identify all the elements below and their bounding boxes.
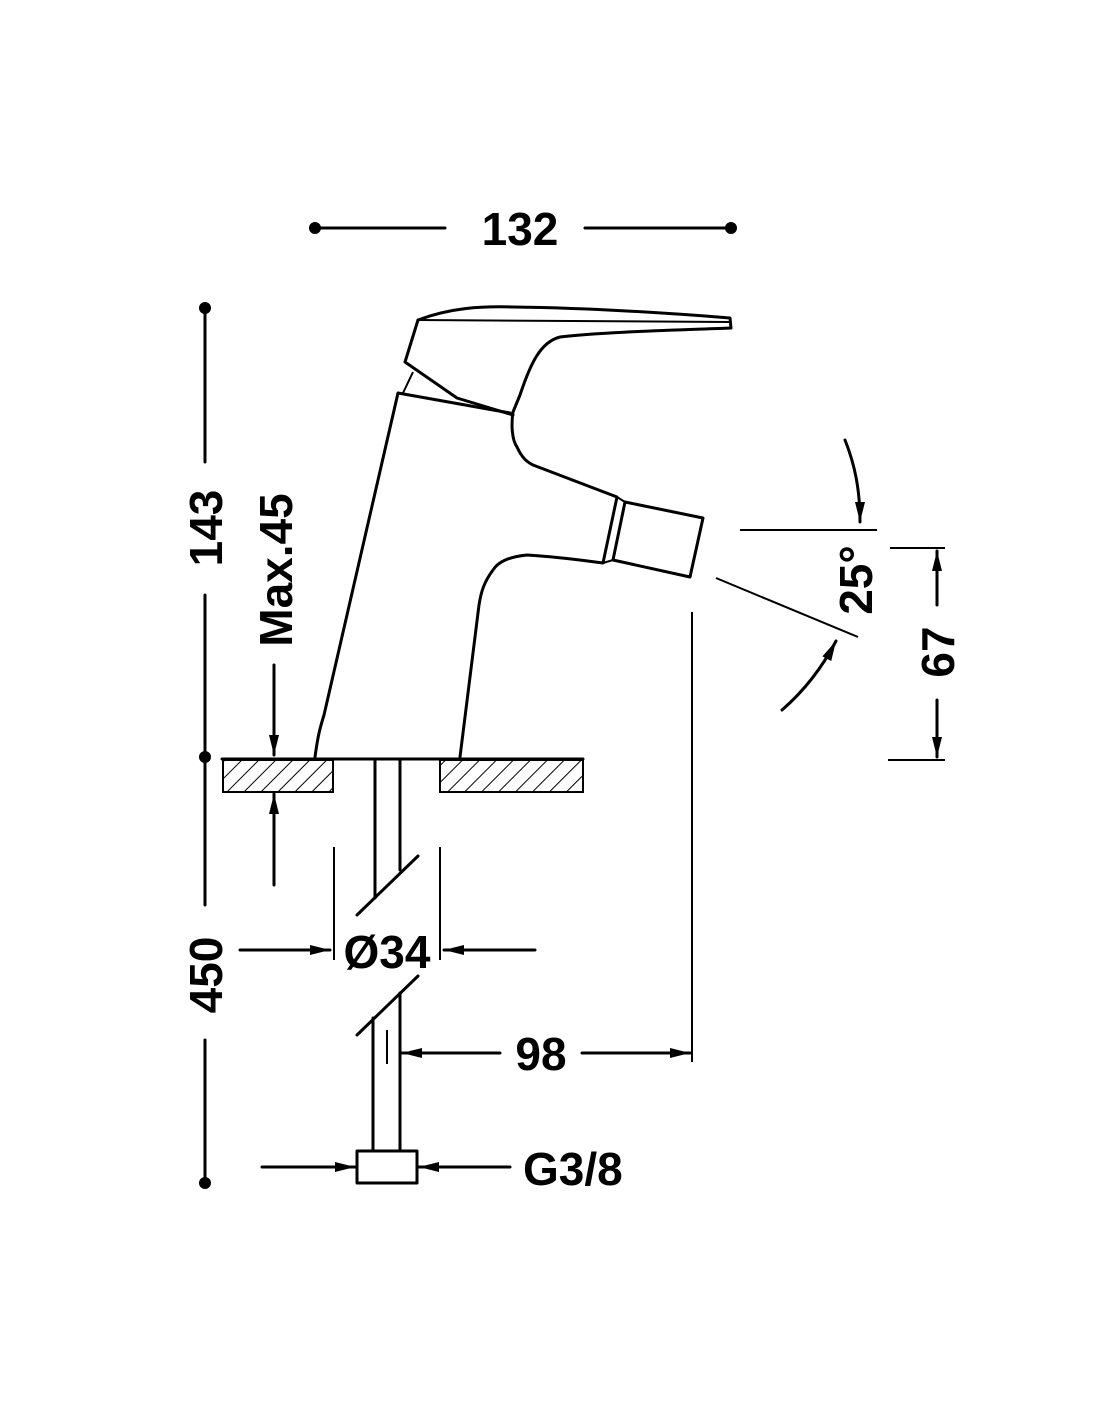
faucet-body bbox=[313, 305, 733, 759]
hole-diameter-dimension: Ø34 bbox=[238, 847, 537, 978]
connection-label: G3/8 bbox=[523, 1143, 623, 1195]
spout-reach-dimension: 98 bbox=[386, 612, 693, 1080]
width-dimension: 132 bbox=[309, 203, 737, 255]
spout-height-dimension: 67 bbox=[888, 547, 964, 761]
spout-angle-label: 25° bbox=[830, 545, 882, 615]
hole-diameter-label: Ø34 bbox=[344, 926, 431, 978]
height-dimensions: 143 450 bbox=[180, 302, 232, 1189]
deck-thickness-dimension: Max.45 bbox=[250, 493, 302, 887]
connection-dimension: G3/8 bbox=[260, 1143, 623, 1195]
spout-height-label: 67 bbox=[912, 626, 964, 677]
spout-angle-dimension: 25° bbox=[715, 438, 882, 712]
height-label: 143 bbox=[180, 490, 232, 567]
supply-hose bbox=[355, 758, 420, 1185]
countertop-section bbox=[220, 757, 585, 793]
width-label: 132 bbox=[482, 203, 559, 255]
spout-reach-label: 98 bbox=[515, 1028, 566, 1080]
connection-nut bbox=[355, 1149, 419, 1185]
bidet-spout-head bbox=[611, 500, 705, 579]
deck-thickness-label: Max.45 bbox=[250, 493, 302, 646]
hose-length-label: 450 bbox=[180, 937, 232, 1014]
